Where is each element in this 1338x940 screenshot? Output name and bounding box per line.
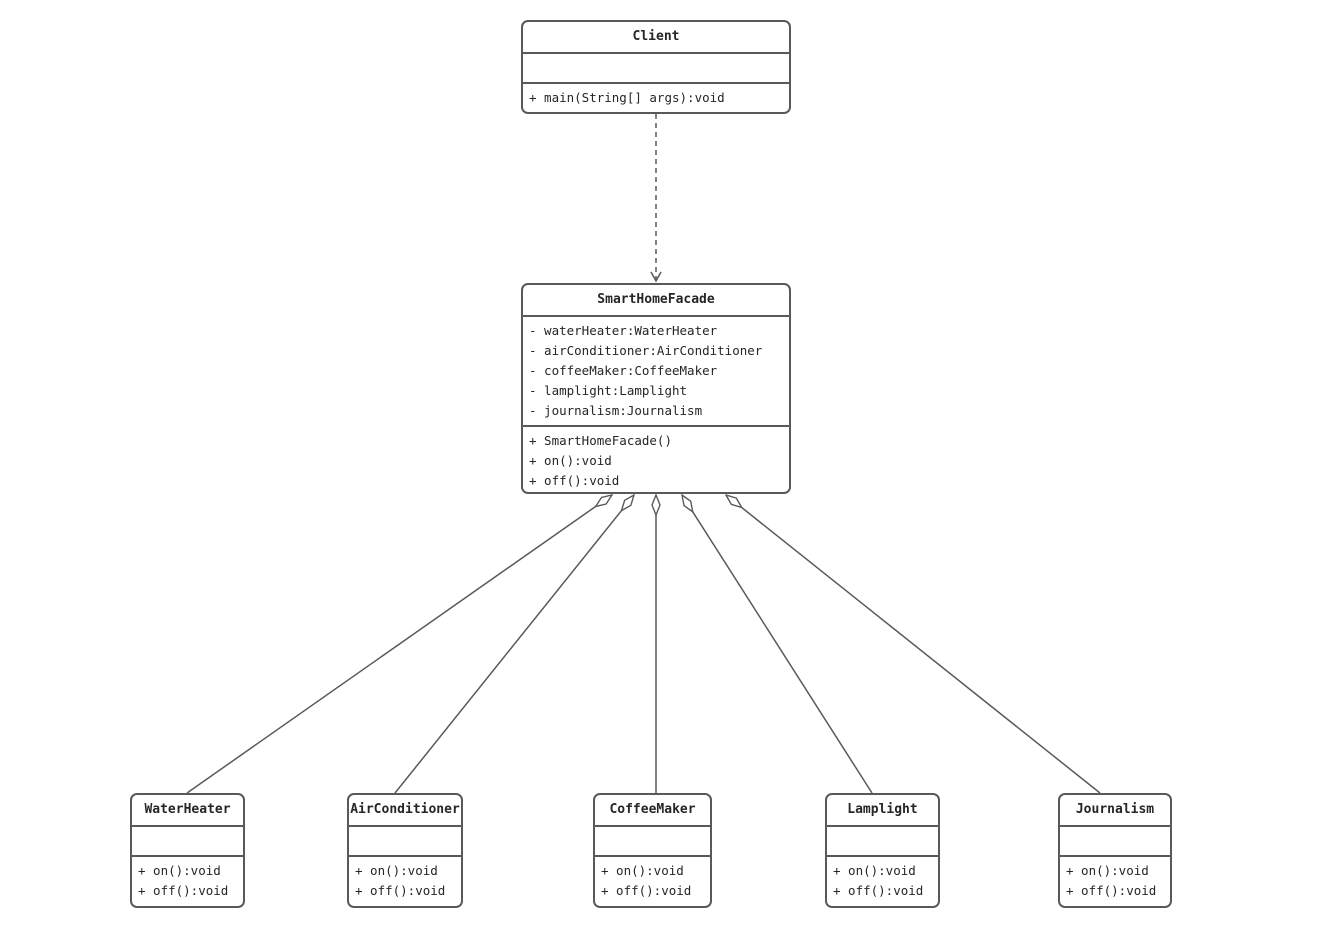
method-entry: + main(String[] args):void [529, 90, 725, 105]
aggregation-connector-facade-lamplight[interactable] [682, 495, 873, 794]
uml-class-smarthomefacade[interactable]: SmartHomeFacade - waterHeater:WaterHeate… [521, 283, 791, 494]
method-entry: + off():void [1066, 883, 1157, 898]
class-name: SmartHomeFacade [523, 285, 789, 317]
class-name: Client [523, 22, 789, 54]
class-name: AirConditioner [349, 795, 461, 827]
methods-section: + on():void + off():void [1060, 857, 1170, 906]
methods-section: + on():void + off():void [132, 857, 243, 906]
attributes-section [595, 827, 710, 857]
method-entry: + off():void [529, 473, 620, 488]
uml-class-coffeemaker[interactable]: CoffeeMaker + on():void + off():void [593, 793, 712, 908]
methods-section: + on():void + off():void [595, 857, 710, 906]
attribute-entry: - coffeeMaker:CoffeeMaker [529, 363, 718, 378]
method-entry: + off():void [138, 883, 229, 898]
method-entry: + off():void [601, 883, 692, 898]
attributes-section [1060, 827, 1170, 857]
methods-section: + on():void + off():void [349, 857, 461, 906]
attribute-entry: - airConditioner:AirConditioner [529, 343, 763, 358]
methods-section: + main(String[] args):void [523, 84, 789, 112]
method-entry: + on():void [355, 863, 438, 878]
attributes-section [349, 827, 461, 857]
attributes-section: - waterHeater:WaterHeater - airCondition… [523, 317, 789, 427]
method-entry: + on():void [833, 863, 916, 878]
aggregation-connector-facade-waterheater[interactable] [186, 495, 612, 794]
method-entry: + on():void [1066, 863, 1149, 878]
methods-section: + on():void + off():void [827, 857, 938, 906]
class-name: Lamplight [827, 795, 938, 827]
class-name: CoffeeMaker [595, 795, 710, 827]
attribute-entry: - journalism:Journalism [529, 403, 703, 418]
methods-section: + SmartHomeFacade() + on():void + off():… [523, 427, 789, 495]
uml-class-lamplight[interactable]: Lamplight + on():void + off():void [825, 793, 940, 908]
method-entry: + SmartHomeFacade() [529, 433, 672, 448]
attribute-entry: - lamplight:Lamplight [529, 383, 688, 398]
attributes-section [132, 827, 243, 857]
method-entry: + off():void [833, 883, 924, 898]
method-entry: + on():void [138, 863, 221, 878]
uml-class-journalism[interactable]: Journalism + on():void + off():void [1058, 793, 1172, 908]
method-entry: + on():void [529, 453, 612, 468]
attributes-section [827, 827, 938, 857]
uml-class-airconditioner[interactable]: AirConditioner + on():void + off():void [347, 793, 463, 908]
attributes-section [523, 54, 789, 84]
class-name: Journalism [1060, 795, 1170, 827]
method-entry: + on():void [601, 863, 684, 878]
aggregation-connector-facade-airconditioner[interactable] [394, 495, 634, 794]
uml-class-client[interactable]: Client + main(String[] args):void [521, 20, 791, 114]
method-entry: + off():void [355, 883, 446, 898]
aggregation-connector-facade-journalism[interactable] [726, 495, 1101, 794]
attribute-entry: - waterHeater:WaterHeater [529, 323, 718, 338]
class-name: WaterHeater [132, 795, 243, 827]
uml-class-waterheater[interactable]: WaterHeater + on():void + off():void [130, 793, 245, 908]
